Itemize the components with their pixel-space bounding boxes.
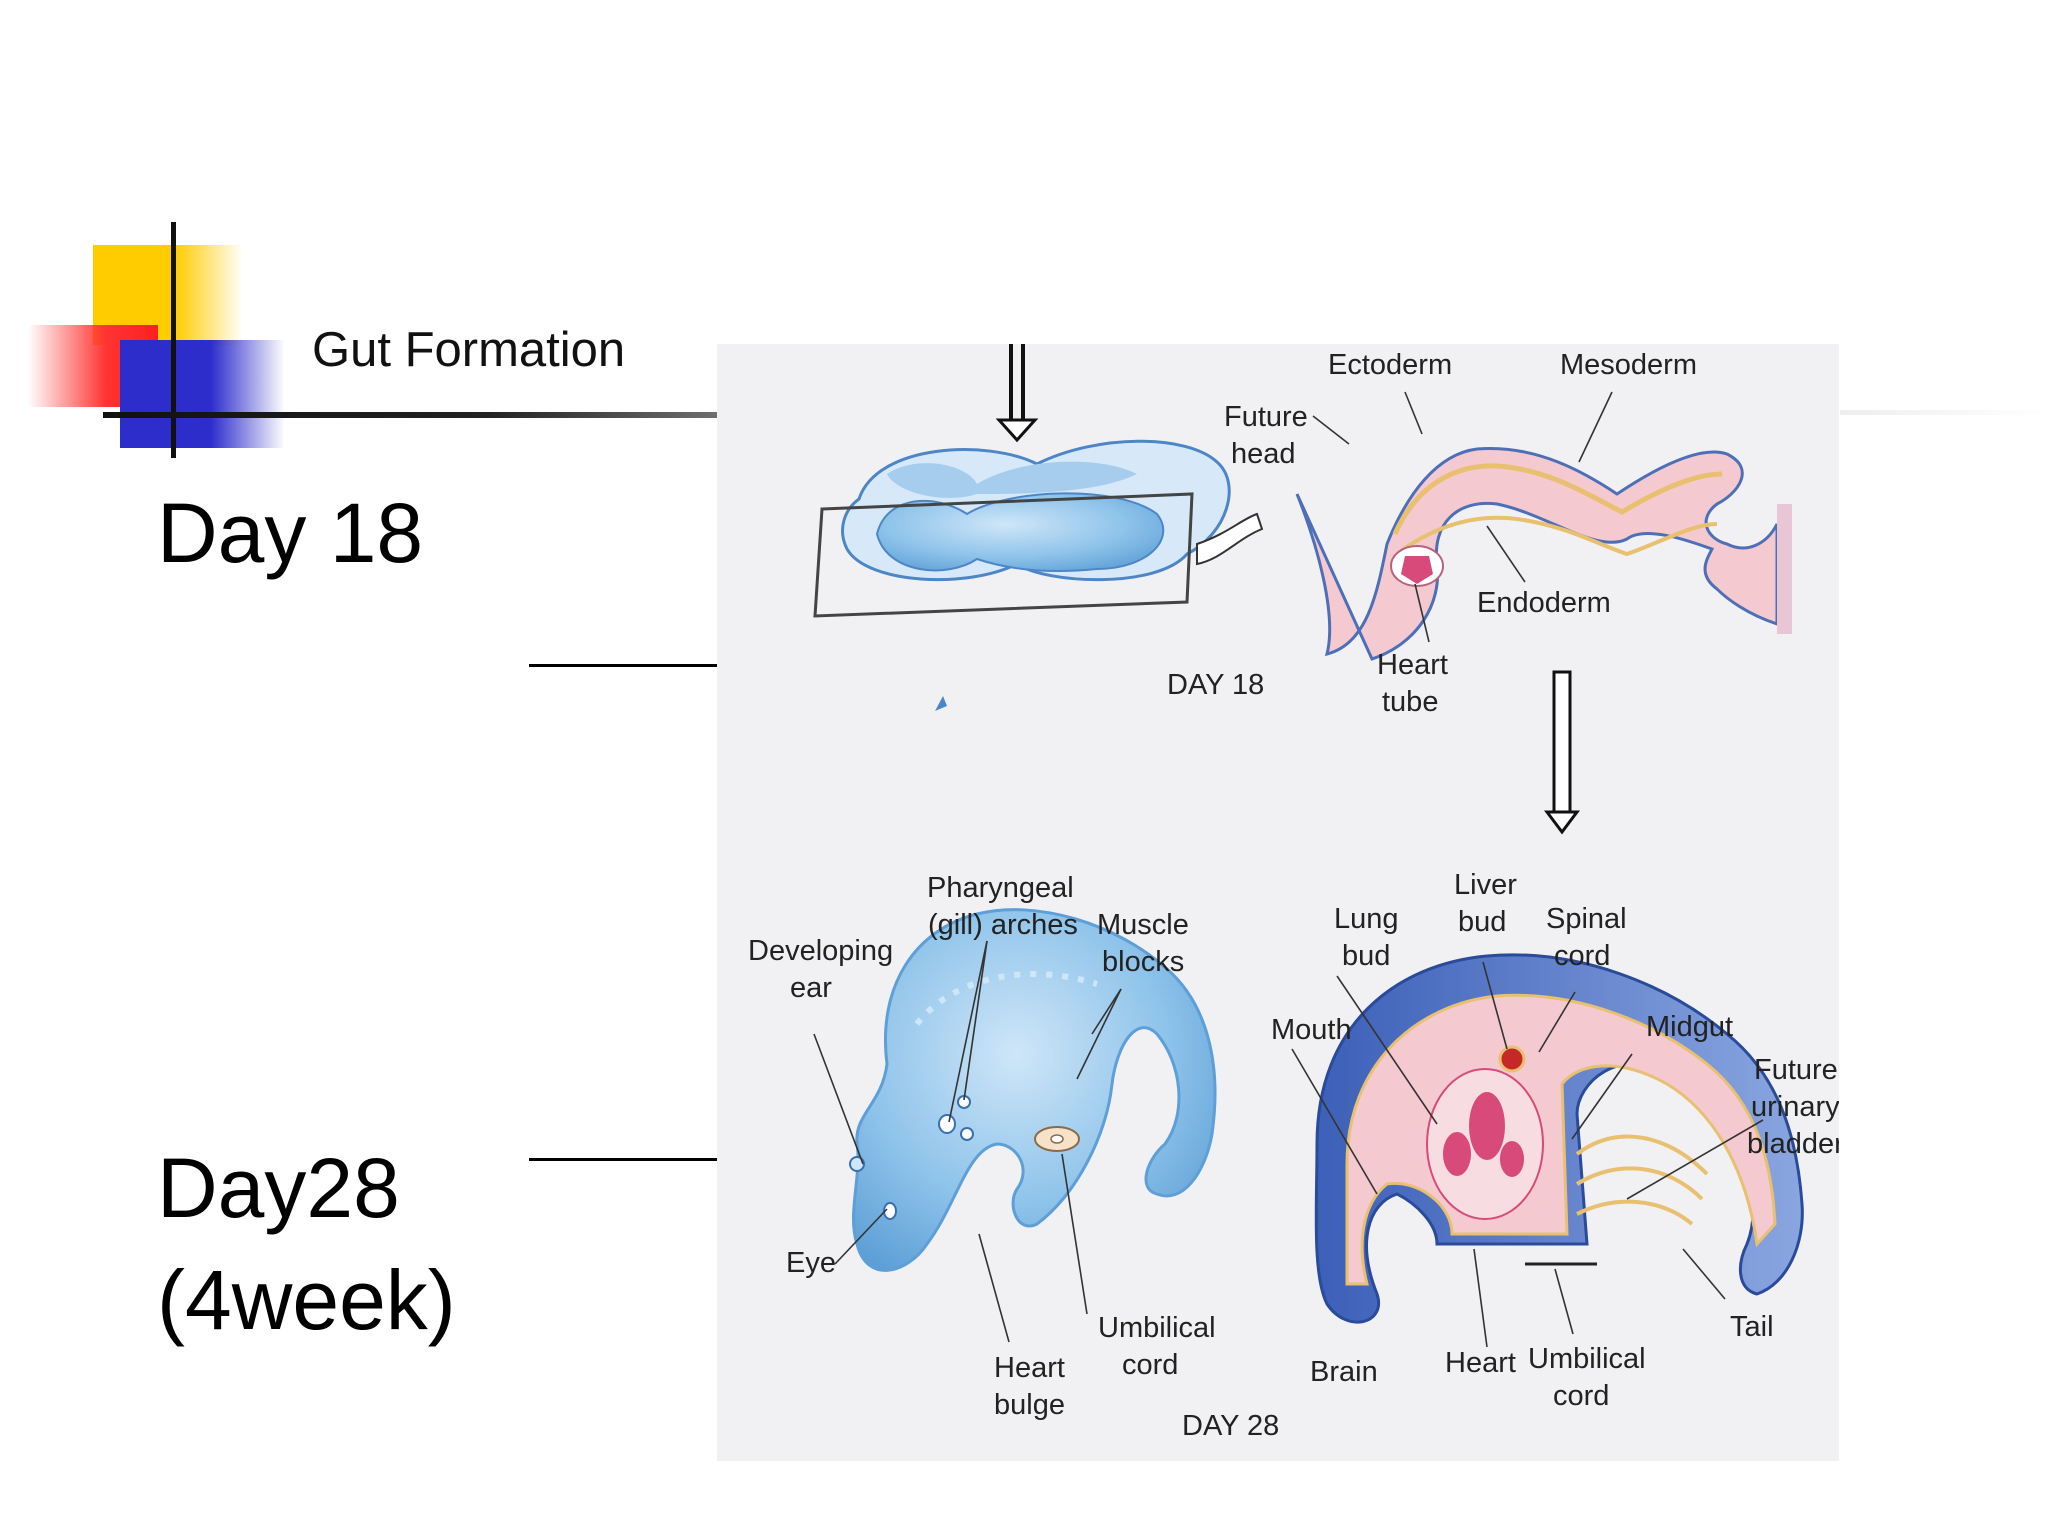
label-liver-bud-2: bud (1458, 906, 1506, 938)
decor-fade-line (1840, 410, 2048, 415)
decor-blue-square (120, 340, 285, 448)
label-lung-bud-1: Lung (1334, 903, 1399, 935)
label-heart-tube-2: tube (1382, 686, 1438, 718)
day28-label-line1: Day28 (157, 1141, 400, 1235)
stage-label-day18: DAY 18 (1167, 669, 1264, 701)
day28-embryo-3d (813, 908, 1217, 1343)
day18-cross-section (1295, 391, 1792, 661)
label-pharyngeal-2: (gill) arches (928, 909, 1078, 941)
label-umbilical-left-2: cord (1122, 1349, 1178, 1381)
label-umbilical-left-1: Umbilical (1098, 1312, 1216, 1344)
embryo-illustration: Ectoderm Mesoderm Future head Endoderm H… (748, 344, 1839, 1442)
label-heart-bulge-2: bulge (994, 1389, 1065, 1421)
stage-label-day28: DAY 28 (1182, 1410, 1279, 1442)
day18-label: Day 18 (157, 478, 423, 590)
embryo-figure: Ectoderm Mesoderm Future head Endoderm H… (717, 344, 1839, 1461)
down-arrow (1544, 670, 1580, 835)
label-muscle-2: blocks (1102, 946, 1184, 978)
label-umbilical-right-1: Umbilical (1528, 1343, 1646, 1375)
label-developing-ear-2: ear (790, 972, 832, 1004)
title-underline (103, 412, 743, 418)
label-eye: Eye (786, 1247, 836, 1279)
label-pharyngeal-1: Pharyngeal (927, 872, 1074, 904)
day18-embryo-3d (813, 344, 1264, 711)
day28-label: Day28 (4week) (157, 1133, 456, 1356)
day18-label-text: Day 18 (157, 486, 424, 580)
decor-vertical-line (171, 222, 176, 458)
label-umbilical-right-2: cord (1553, 1380, 1609, 1412)
label-future-bladder-1: Future (1754, 1054, 1838, 1086)
label-spinal-cord-2: cord (1554, 940, 1610, 972)
label-developing-ear-1: Developing (748, 935, 893, 967)
label-heart-tube-1: Heart (1377, 649, 1448, 681)
label-lung-bud-2: bud (1342, 940, 1390, 972)
label-mesoderm: Mesoderm (1560, 349, 1697, 381)
day28-sagittal-section (1291, 953, 1804, 1348)
label-midgut: Midgut (1646, 1011, 1733, 1043)
label-muscle-1: Muscle (1097, 909, 1189, 941)
label-future-bladder-3: bladder (1747, 1128, 1839, 1160)
label-endoderm: Endoderm (1477, 587, 1611, 619)
label-future-head-2: head (1231, 438, 1296, 470)
label-ectoderm: Ectoderm (1328, 349, 1452, 381)
label-brain: Brain (1310, 1356, 1378, 1388)
label-mouth: Mouth (1271, 1014, 1352, 1046)
label-liver-bud-1: Liver (1454, 869, 1517, 901)
label-tail: Tail (1730, 1311, 1774, 1343)
label-future-bladder-2: urinary (1751, 1091, 1839, 1123)
label-spinal-cord-1: Spinal (1546, 903, 1627, 935)
day28-label-line2: (4week) (157, 1252, 456, 1347)
label-future-head-1: Future (1224, 401, 1308, 433)
label-heart: Heart (1445, 1347, 1516, 1379)
slide-title: Gut Formation (312, 323, 626, 377)
label-heart-bulge-1: Heart (994, 1352, 1065, 1384)
